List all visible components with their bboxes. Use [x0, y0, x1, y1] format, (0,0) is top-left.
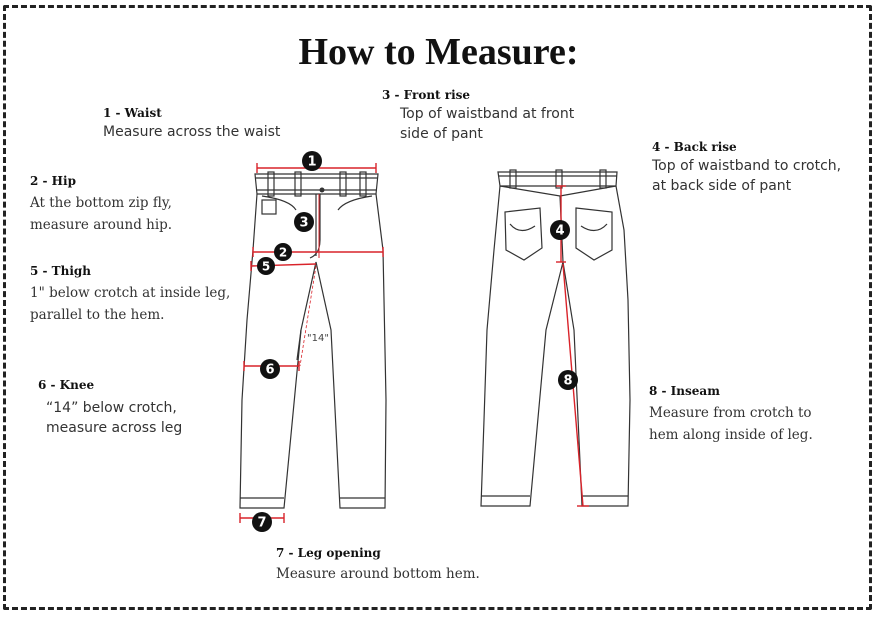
- back-rise-description: Top of waistband to crotch, at back side…: [652, 158, 842, 194]
- badge-7: 7: [252, 512, 272, 532]
- front-rise-label: 3 - Front rise: [382, 88, 471, 102]
- svg-text:8: 8: [563, 374, 572, 389]
- svg-text:1: 1: [307, 155, 316, 170]
- back-pants-outline: [480, 169, 631, 507]
- svg-text:5: 5: [262, 260, 270, 274]
- inseam-description: Measure from crotch to hem along inside …: [649, 405, 813, 443]
- hip-description: At the bottom zip fly, measure around hi…: [30, 195, 173, 233]
- badge-2: 2: [274, 243, 292, 261]
- waist-label: 1 - Waist: [103, 106, 162, 120]
- badge-8: 8: [558, 370, 578, 390]
- inseam-14-marker: "14": [307, 333, 329, 344]
- measure-lines: [239, 163, 589, 523]
- page-title: How to Measure:: [298, 31, 579, 73]
- inseam-label: 8 - Inseam: [649, 384, 720, 398]
- front-pants-outline: [239, 171, 387, 509]
- badge-5: 5: [257, 257, 275, 275]
- svg-text:6: 6: [265, 363, 274, 378]
- leg-opening-label: 7 - Leg opening: [276, 546, 381, 560]
- svg-text:2: 2: [279, 246, 287, 260]
- svg-text:4: 4: [555, 224, 564, 239]
- front-rise-description: Top of waistband at front side of pant: [400, 106, 575, 142]
- svg-text:3: 3: [299, 216, 308, 231]
- dashed-border: [3, 5, 872, 610]
- knee-label: 6 - Knee: [38, 378, 95, 392]
- thigh-label: 5 - Thigh: [30, 264, 92, 278]
- back-rise-label: 4 - Back rise: [652, 140, 737, 154]
- svg-text:7: 7: [257, 516, 266, 531]
- knee-description: “14” below crotch, measure across leg: [46, 400, 183, 436]
- waist-description: Measure across the waist: [103, 124, 281, 140]
- badge-3: 3: [294, 212, 314, 232]
- button-icon: [319, 187, 325, 193]
- badge-4: 4: [550, 220, 570, 240]
- hip-label: 2 - Hip: [30, 174, 76, 188]
- leg-opening-description: Measure around bottom hem.: [276, 566, 480, 582]
- badge-6: 6: [260, 359, 280, 379]
- thigh-description: 1" below crotch at inside leg, parallel …: [30, 285, 231, 323]
- badge-1: 1: [302, 151, 322, 171]
